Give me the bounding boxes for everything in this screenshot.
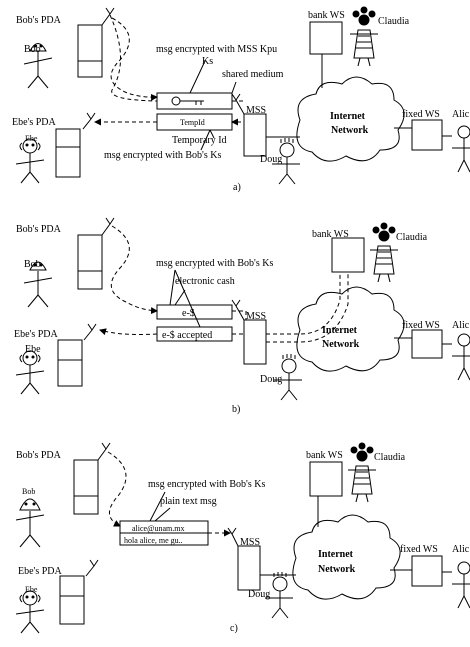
- bank-ws-c: [310, 462, 342, 496]
- internet-label-a: Internet: [330, 111, 366, 122]
- email-address-c: alice@unam.mx: [132, 524, 184, 533]
- doug-label-c: Doug: [248, 589, 270, 600]
- flow-bob-to-email-c: [108, 452, 126, 526]
- internet-label-c: Internet: [318, 549, 354, 560]
- msg-bob-ks-label-a: msg encrypted with Bob's Ks: [104, 150, 221, 161]
- bob-label-b: Bob: [24, 259, 41, 270]
- caption-b: b): [232, 404, 240, 415]
- ecash-text-b: e-$: [182, 308, 195, 319]
- flow-accepted-to-ebe-b: [100, 330, 157, 335]
- temporary-id-label-a: Temporary Id: [172, 135, 227, 146]
- ebe-label-b: Ebe: [25, 344, 41, 355]
- claudia-figure-a: [350, 7, 378, 66]
- bob-pda-c: [74, 443, 110, 514]
- bob-label-a: Bob: [24, 44, 41, 55]
- network-label-c: Network: [318, 564, 356, 575]
- flow-bob-to-mss-a: [110, 15, 157, 101]
- msg-bob-ks-label-b: msg encrypted with Bob's Ks: [156, 258, 273, 269]
- bob-pda-b: [78, 218, 114, 289]
- bank-ws-b: [332, 238, 364, 272]
- ebe-pda-b: [58, 324, 96, 386]
- network-label-b: Network: [322, 339, 360, 350]
- msg-bob-ks-label-c: msg encrypted with Bob's Ks: [148, 479, 265, 490]
- bob-pda-label-b: Bob's PDA: [16, 224, 62, 235]
- ebe-figure-b: [16, 351, 44, 394]
- caption-a: a): [233, 182, 241, 193]
- fixed-ws-label-b: fixed WS: [402, 320, 440, 331]
- alice-label-c: Alic: [452, 544, 470, 555]
- alice-figure-a: [452, 126, 470, 172]
- mss-label-b: MSS: [246, 311, 266, 322]
- fixed-ws-b: [412, 330, 442, 358]
- bank-ws-label-c: bank WS: [306, 450, 343, 461]
- ebe-pda-c: [60, 560, 98, 624]
- panel-a: [16, 7, 470, 184]
- alice-figure-b: [452, 334, 470, 380]
- bob-pda-a: [78, 8, 114, 77]
- caption-c: c): [230, 623, 238, 634]
- claudia-figure-b: [370, 223, 398, 282]
- alice-figure-c: [452, 562, 470, 608]
- ebe-pda-label-a: Ebe's PDA: [12, 117, 57, 128]
- mss-label-a: MSS: [246, 105, 266, 116]
- tempid-text-a: TempId: [180, 118, 205, 127]
- claudia-figure-c: [348, 443, 376, 502]
- ebe-label-a: Ebe: [25, 134, 38, 143]
- ebe-figure-a: [16, 139, 44, 183]
- claudia-label-b: Claudia: [396, 232, 428, 243]
- mss-b: [232, 300, 266, 364]
- fixed-ws-label-c: fixed WS: [400, 544, 438, 555]
- electronic-cash-label-b: electronic cash: [175, 276, 235, 287]
- msg-ks-label-a: Ks: [202, 56, 213, 67]
- fixed-ws-c: [412, 556, 442, 586]
- alice-label-a: Alic: [452, 109, 470, 120]
- claudia-label-c: Claudia: [374, 452, 406, 463]
- mss-label-c: MSS: [240, 537, 260, 548]
- email-body-c: hola alice, me gu..: [124, 536, 183, 545]
- bank-ws-label-b: bank WS: [312, 229, 349, 240]
- fixed-ws-a: [412, 120, 442, 150]
- ebe-label-c: Ebe: [25, 585, 38, 594]
- bob-label-c: Bob: [22, 487, 35, 496]
- mss-a: [232, 94, 266, 156]
- flow-bob-to-mss-curve-a: [111, 18, 157, 97]
- alice-label-b: Alic: [452, 320, 470, 331]
- accepted-text-b: e-$ accepted: [162, 330, 212, 341]
- doug-label-b: Doug: [260, 374, 282, 385]
- shared-medium-label-a: shared medium: [222, 69, 284, 80]
- bank-ws-label-a: bank WS: [308, 10, 345, 21]
- doug-label-a: Doug: [260, 154, 282, 165]
- flow-bob-to-mss-b: [111, 226, 157, 311]
- plain-text-label-c: plain text msg: [160, 496, 217, 507]
- ebe-pda-a: [56, 113, 95, 177]
- bank-ws-a: [310, 22, 342, 54]
- ebe-figure-c: [16, 591, 44, 633]
- claudia-label-a: Claudia: [378, 16, 410, 27]
- msg-mss-kpu-label-a: msg encrypted with MSS Kpu: [156, 44, 277, 55]
- panel-b: [16, 218, 470, 400]
- bob-figure-c: [16, 499, 44, 547]
- bob-pda-label-c: Bob's PDA: [16, 450, 62, 461]
- bob-pda-label-a: Bob's PDA: [16, 15, 62, 26]
- ebe-pda-label-b: Ebe's PDA: [14, 329, 59, 340]
- fixed-ws-label-a: fixed WS: [402, 109, 440, 120]
- network-label-a: Network: [331, 125, 369, 136]
- ebe-pda-label-c: Ebe's PDA: [18, 566, 63, 577]
- internet-label-b: Internet: [322, 325, 358, 336]
